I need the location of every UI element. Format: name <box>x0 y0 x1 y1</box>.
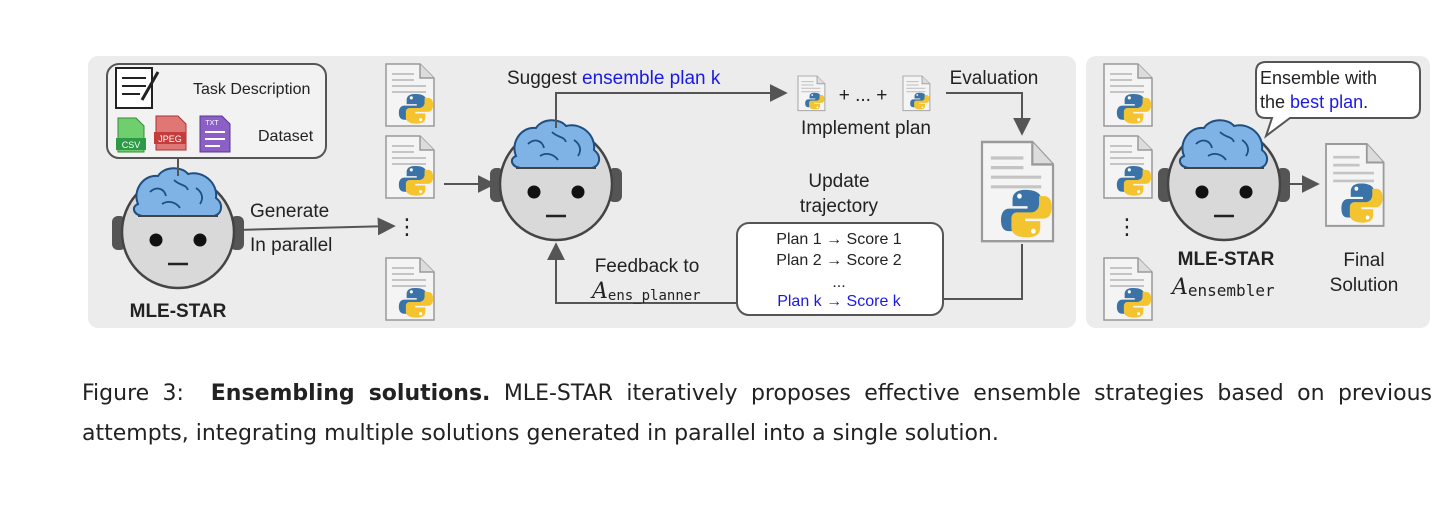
suggest-label: Suggest ensemble plan k <box>507 68 721 89</box>
python-doc-icon <box>1104 64 1152 126</box>
python-doc-icon <box>798 76 825 111</box>
feedback-arrow <box>547 242 737 304</box>
evaluation-return-line <box>943 244 1023 300</box>
python-doc-icon <box>903 76 930 111</box>
generate-arrow <box>235 217 396 236</box>
agent-left-name: MLE-STAR <box>130 301 227 322</box>
plus-ellipsis: + ... + <box>839 85 888 106</box>
jpeg-file-icon: JPEG <box>154 115 187 151</box>
python-doc-icon <box>386 64 434 126</box>
trajectory-row: Plan 2 → Score 2 <box>776 252 902 269</box>
agent-right-name: MLE-STAR <box>1178 249 1275 270</box>
task-description-label: Task Description <box>193 81 310 98</box>
jpeg-tag: JPEG <box>158 134 182 144</box>
csv-tag: CSV <box>122 140 141 150</box>
solution-label: Solution <box>1330 275 1399 296</box>
caption-title: Ensembling solutions. <box>210 381 491 406</box>
csv-file-icon: CSV <box>116 117 146 153</box>
feedback-label: Feedback to <box>595 256 700 277</box>
bubble-line-2: the best plan. <box>1260 92 1368 112</box>
python-doc-icon <box>386 258 434 320</box>
trajectory-label: trajectory <box>800 196 879 217</box>
trajectory-row: Plan 1 → Score 1 <box>776 231 902 248</box>
update-label: Update <box>808 171 869 192</box>
txt-tag: TXT <box>205 120 219 127</box>
ellipsis-vertical-left: ⋮ <box>396 215 418 240</box>
suggest-arrow <box>555 84 788 128</box>
feedback-agent-symbol: Aens_planner <box>590 279 701 304</box>
python-doc-icon <box>386 136 434 198</box>
final-label: Final <box>1343 250 1384 271</box>
final-solution-doc-icon <box>1326 144 1384 226</box>
ellipsis-vertical-right: ⋮ <box>1116 215 1138 240</box>
trajectory-row: ... <box>832 274 845 291</box>
generate-label: Generate <box>250 201 329 222</box>
txt-file-icon: TXT <box>199 115 231 153</box>
input-box: Task Description CSV JPEG TXT Dataset <box>106 63 327 159</box>
in-parallel-label: In parallel <box>250 235 332 256</box>
implement-plan-label: Implement plan <box>801 118 931 139</box>
caption-text: MLE-STAR iteratively proposes effective … <box>82 381 1433 446</box>
trajectory-row-highlight: Plan k → Score k <box>777 293 902 310</box>
speech-bubble: Ensemble with the best plan. <box>1255 61 1421 139</box>
evaluation-arrow <box>946 92 1031 136</box>
python-doc-icon <box>1104 136 1152 198</box>
dataset-label: Dataset <box>258 128 314 145</box>
trajectory-box: Plan 1 → Score 1 Plan 2 → Score 2 ... Pl… <box>736 222 944 316</box>
python-doc-icon <box>1104 258 1152 320</box>
bubble-line-1: Ensemble with <box>1260 68 1377 88</box>
figure-label: Figure 3: <box>82 381 184 406</box>
figure-caption: Figure 3: Ensembling solutions. MLE-STAR… <box>82 374 1432 454</box>
notepad-icon <box>115 67 160 109</box>
python-doc-large-icon <box>982 142 1053 241</box>
evaluation-label: Evaluation <box>950 68 1039 89</box>
ensembler-agent-symbol: Aensembler <box>1170 275 1275 300</box>
